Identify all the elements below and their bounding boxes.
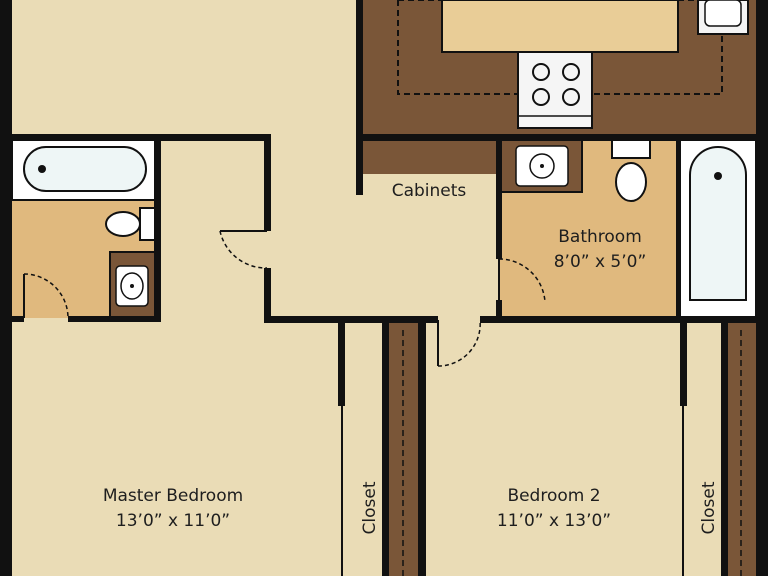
master-sink-icon xyxy=(109,251,157,319)
kitchen-island xyxy=(441,0,679,53)
cabinets-wood xyxy=(362,140,498,174)
bathroom-bathtub-icon xyxy=(679,139,757,319)
stove-icon xyxy=(517,51,593,129)
bedroom-2-name: Bedroom 2 xyxy=(507,486,600,506)
master-bedroom-dims: 13’0” x 11’0” xyxy=(116,511,230,531)
bathroom-name: Bathroom xyxy=(558,227,642,247)
bedroom-2-door-icon xyxy=(437,319,481,367)
master-bathtub-icon xyxy=(11,139,157,201)
master-bedroom-name: Master Bedroom xyxy=(103,486,243,506)
master-toilet-icon xyxy=(105,207,157,241)
closet-right-label: Closet xyxy=(699,481,719,534)
kitchen-sink-icon xyxy=(704,0,742,27)
bathroom-sink-icon xyxy=(499,139,583,193)
closet-left-label: Closet xyxy=(360,481,380,534)
cabinets-label: Cabinets xyxy=(392,181,467,201)
hall-door-icon xyxy=(219,230,268,269)
bedroom-2-dims: 11’0” x 13’0” xyxy=(497,511,611,531)
master-bath-door-icon xyxy=(23,273,69,319)
bathroom-door-icon xyxy=(498,258,546,303)
bathroom-dims: 8’0” x 5’0” xyxy=(554,252,647,272)
